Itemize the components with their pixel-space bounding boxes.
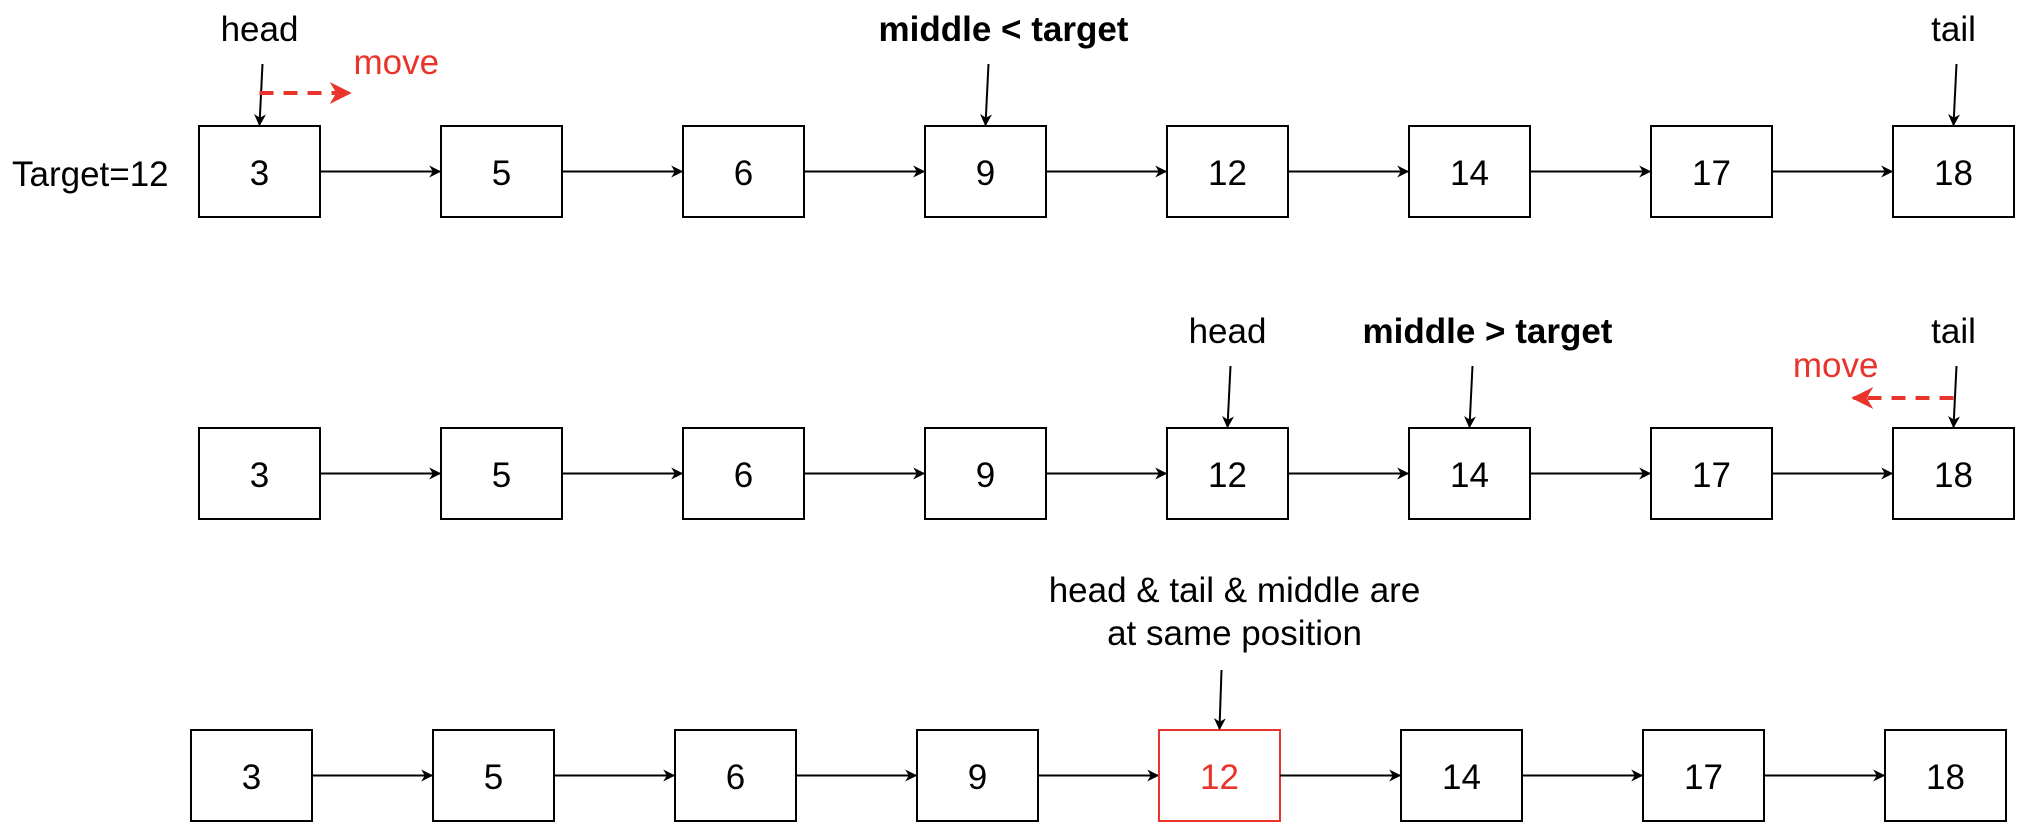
- node-value: 6: [726, 758, 745, 797]
- node-value: 9: [968, 758, 987, 797]
- pointer-label: tail: [1931, 312, 1976, 351]
- list-row-2: 3 5 6 9 12 14 17 18 head middle > target tail move: [198, 312, 2015, 520]
- node-box: [1884, 729, 2007, 822]
- list-row-1: 3 5 6 9 12 14 17 18 head middle < target tail move: [198, 10, 2015, 218]
- node-value: 6: [734, 154, 753, 193]
- pointer-arrow: [980, 63, 993, 127]
- node-box: [440, 125, 563, 218]
- node-box: [198, 427, 321, 520]
- node-box: [924, 125, 1047, 218]
- pointer-arrow: [1222, 365, 1235, 429]
- node-value: 14: [1442, 758, 1481, 797]
- node-value: 9: [976, 154, 995, 193]
- node-value: 6: [734, 456, 753, 495]
- list-row-3: 3 5 6 9 12 14 17 18 head & tail & middle are at s…: [190, 571, 2007, 822]
- node-box: [1400, 729, 1523, 822]
- node-box: [198, 125, 321, 218]
- pointer-label: head: [221, 10, 299, 49]
- node-value: 3: [250, 154, 269, 193]
- node-box: [924, 427, 1047, 520]
- node-value: 5: [492, 456, 511, 495]
- node-box: [674, 729, 797, 822]
- pointer-label: middle > target: [1363, 312, 1613, 351]
- note-line-2: at same position: [1107, 614, 1362, 653]
- note-arrow: [1213, 669, 1226, 731]
- target-label: Target=12: [12, 155, 169, 194]
- node-value: 14: [1450, 154, 1489, 193]
- node-value: 3: [242, 758, 261, 797]
- node-value: 17: [1692, 456, 1731, 495]
- node-box: [1166, 125, 1289, 218]
- pointer-arrow: [1948, 365, 1961, 429]
- node-value: 5: [492, 154, 511, 193]
- node-box: [432, 729, 555, 822]
- move-label: move: [354, 43, 440, 82]
- pointer-label: head: [1189, 312, 1267, 351]
- pointer-arrow: [1464, 365, 1477, 429]
- note-line-1: head & tail & middle are: [1049, 571, 1421, 610]
- node-value: 12: [1208, 154, 1247, 193]
- node-value: 18: [1934, 456, 1973, 495]
- node-value: 14: [1450, 456, 1489, 495]
- pointer-label: middle < target: [879, 10, 1129, 49]
- node-value: 12: [1200, 758, 1239, 797]
- node-box: [682, 125, 805, 218]
- node-box: [1892, 125, 2015, 218]
- node-box: [1408, 427, 1531, 520]
- node-value: 17: [1684, 758, 1723, 797]
- node-value: 12: [1208, 456, 1247, 495]
- node-value: 5: [484, 758, 503, 797]
- node-value: 17: [1692, 154, 1731, 193]
- node-value: 18: [1926, 758, 1965, 797]
- node-value: 9: [976, 456, 995, 495]
- move-label: move: [1793, 346, 1879, 385]
- node-box: [1642, 729, 1765, 822]
- node-value: 18: [1934, 154, 1973, 193]
- node-box: [916, 729, 1039, 822]
- node-box: [1650, 125, 1773, 218]
- node-box: [682, 427, 805, 520]
- node-box: [1158, 729, 1281, 822]
- node-box: [1650, 427, 1773, 520]
- pointer-label: tail: [1931, 10, 1976, 49]
- pointer-arrow: [1948, 63, 1961, 127]
- node-value: 3: [250, 456, 269, 495]
- node-box: [440, 427, 563, 520]
